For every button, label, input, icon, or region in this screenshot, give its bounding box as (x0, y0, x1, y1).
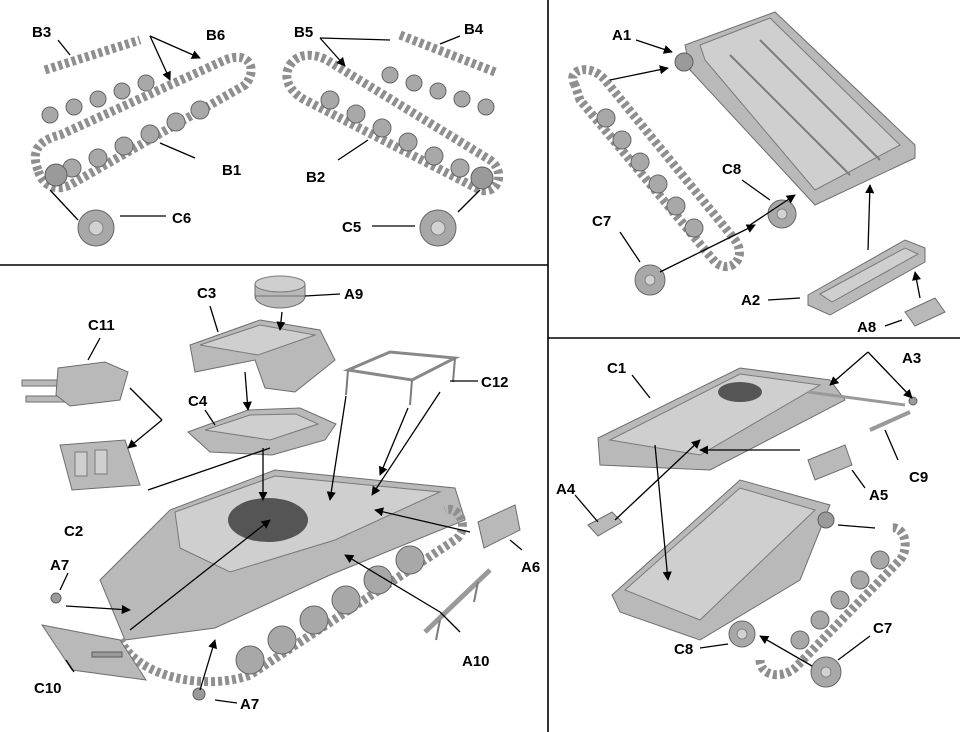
label-a6: A6 (521, 559, 540, 576)
lower-hull-assembled (611, 479, 910, 680)
label-c1: C1 (607, 360, 626, 377)
stowage-box-a6 (477, 504, 521, 549)
tank-hull-c1-main (99, 469, 467, 687)
label-c8-lower: C8 (674, 641, 693, 658)
panel-main-assembly: A9 C3 C11 C12 C4 C2 A6 A7 A10 C10 A7 (21, 275, 540, 713)
panel-track-assembly: B3 B6 B1 C6 B5 B4 B2 C5 (30, 21, 504, 247)
label-b6: B6 (206, 27, 225, 44)
label-c9: C9 (909, 469, 928, 486)
left-idler-wheel-c6 (77, 209, 115, 247)
turret-ring-c4 (187, 407, 337, 456)
upper-hull-c1 (597, 367, 846, 471)
part-a5 (807, 444, 853, 481)
label-c5: C5 (342, 219, 361, 236)
main-road-wheels (235, 545, 425, 675)
track-leader-lines (49, 35, 481, 227)
main-leader-lines (59, 293, 523, 704)
left-road-wheels (41, 74, 155, 124)
label-a7-top: A7 (50, 557, 69, 574)
label-a5: A5 (869, 487, 888, 504)
right-road-wheels (381, 66, 495, 116)
label-b1: B1 (222, 162, 241, 179)
label-c7: C7 (592, 213, 611, 230)
antenna-frame-c12 (342, 350, 461, 406)
left-track-illustration (30, 35, 256, 247)
part-a4 (587, 511, 623, 537)
wheel-c8-lower (728, 620, 756, 648)
left-track-a-set (568, 65, 744, 272)
lower-hull-leader-lines (609, 39, 922, 327)
part-a2 (807, 239, 926, 316)
wheel-c7-lower (810, 656, 842, 688)
gun-mantlet-c11 (21, 361, 129, 407)
label-c11: C11 (88, 317, 115, 334)
right-idler-wheel-c5 (419, 209, 457, 247)
label-a1: A1 (612, 27, 631, 44)
label-b5: B5 (294, 24, 313, 41)
panel-upper-hull: A3 C1 C9 A4 A5 C8 C7 (556, 350, 928, 688)
label-c7-lower: C7 (873, 620, 892, 637)
label-a3: A3 (902, 350, 921, 367)
label-c10: C10 (34, 680, 62, 697)
label-a8: A8 (857, 319, 876, 336)
rail-a10 (423, 568, 492, 641)
turret-hatch-a9 (254, 275, 306, 309)
rear-plate-c10 (40, 624, 148, 681)
label-a10: A10 (462, 653, 490, 670)
right-track-illustration (282, 30, 504, 247)
wheel-c7 (634, 264, 666, 296)
upper-hull-leader-lines (574, 351, 913, 667)
lower-hull-a1 (674, 11, 916, 206)
label-a4: A4 (556, 481, 576, 498)
right-lower-wheels (320, 90, 470, 178)
label-b2: B2 (306, 169, 325, 186)
mantlet-cover-c2 (59, 439, 141, 491)
label-c8: C8 (722, 161, 741, 178)
turret-top-c3 (189, 319, 336, 393)
label-c6: C6 (172, 210, 191, 227)
label-c12: C12 (481, 374, 509, 391)
part-a8 (904, 297, 946, 327)
light-a7-top (50, 592, 62, 604)
label-a7-bottom: A7 (240, 696, 259, 713)
label-c2: C2 (64, 523, 83, 540)
part-c9 (869, 410, 911, 432)
bottom-right-road-wheels (790, 550, 890, 650)
label-c3: C3 (197, 285, 216, 302)
tow-cable-a3 (807, 390, 918, 407)
light-a7-bottom (192, 687, 206, 701)
label-c4: C4 (188, 393, 208, 410)
wheel-c8 (767, 199, 797, 229)
label-b3: B3 (32, 24, 51, 41)
label-a2: A2 (741, 292, 760, 309)
left-lower-wheels (62, 100, 210, 178)
label-b4: B4 (464, 21, 484, 38)
panel-lower-hull: A1 C8 C7 A2 A8 (568, 11, 946, 336)
road-wheels-set (596, 108, 704, 238)
label-a9: A9 (344, 286, 363, 303)
